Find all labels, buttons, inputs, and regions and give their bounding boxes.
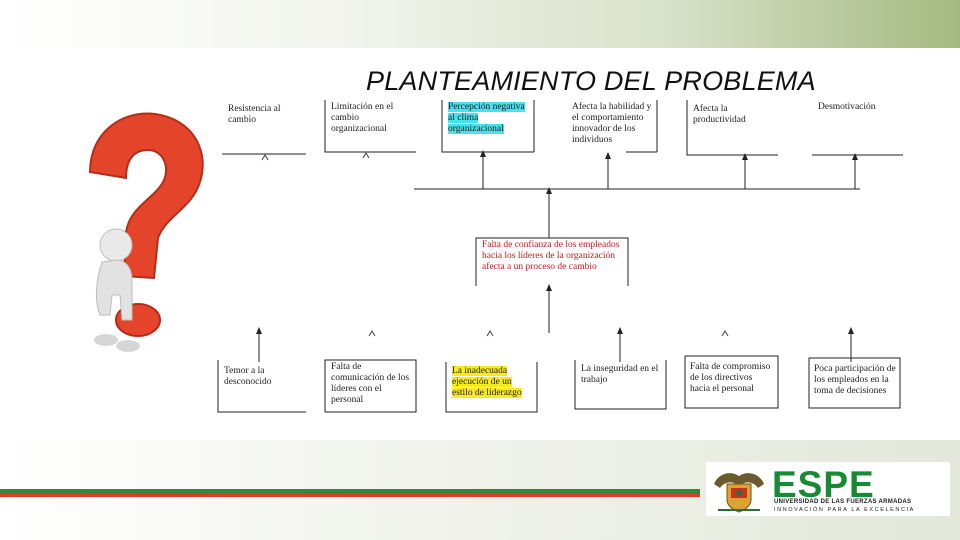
footer-stripe-green (0, 489, 700, 494)
cause-leadership-style: La inadecuada ejecución de un estilo de … (452, 366, 522, 398)
page-title: PLANTEAMIENTO DEL PROBLEMA (366, 66, 816, 96)
central-problem: Falta de confianza de los empleados haci… (482, 240, 620, 272)
question-mark-figure-icon (88, 112, 204, 352)
espe-logo: ESPE UNIVERSIDAD DE LAS FUERZAS ARMADAS … (706, 462, 950, 516)
coat-of-arms-icon (714, 473, 764, 513)
effect-demotivation: Desmotivación (818, 102, 876, 112)
effect-negative-perception: Percepción negativa al clima organizacio… (448, 102, 525, 134)
header-gradient-bar (0, 0, 960, 48)
logo-wordmark: ESPE (772, 464, 875, 505)
logo-tagline: INNOVACIÓN PARA LA EXCELENCIA (774, 507, 915, 513)
footer-stripe-red (0, 494, 700, 497)
logo-subtitle: UNIVERSIDAD DE LAS FUERZAS ARMADAS (774, 499, 912, 505)
